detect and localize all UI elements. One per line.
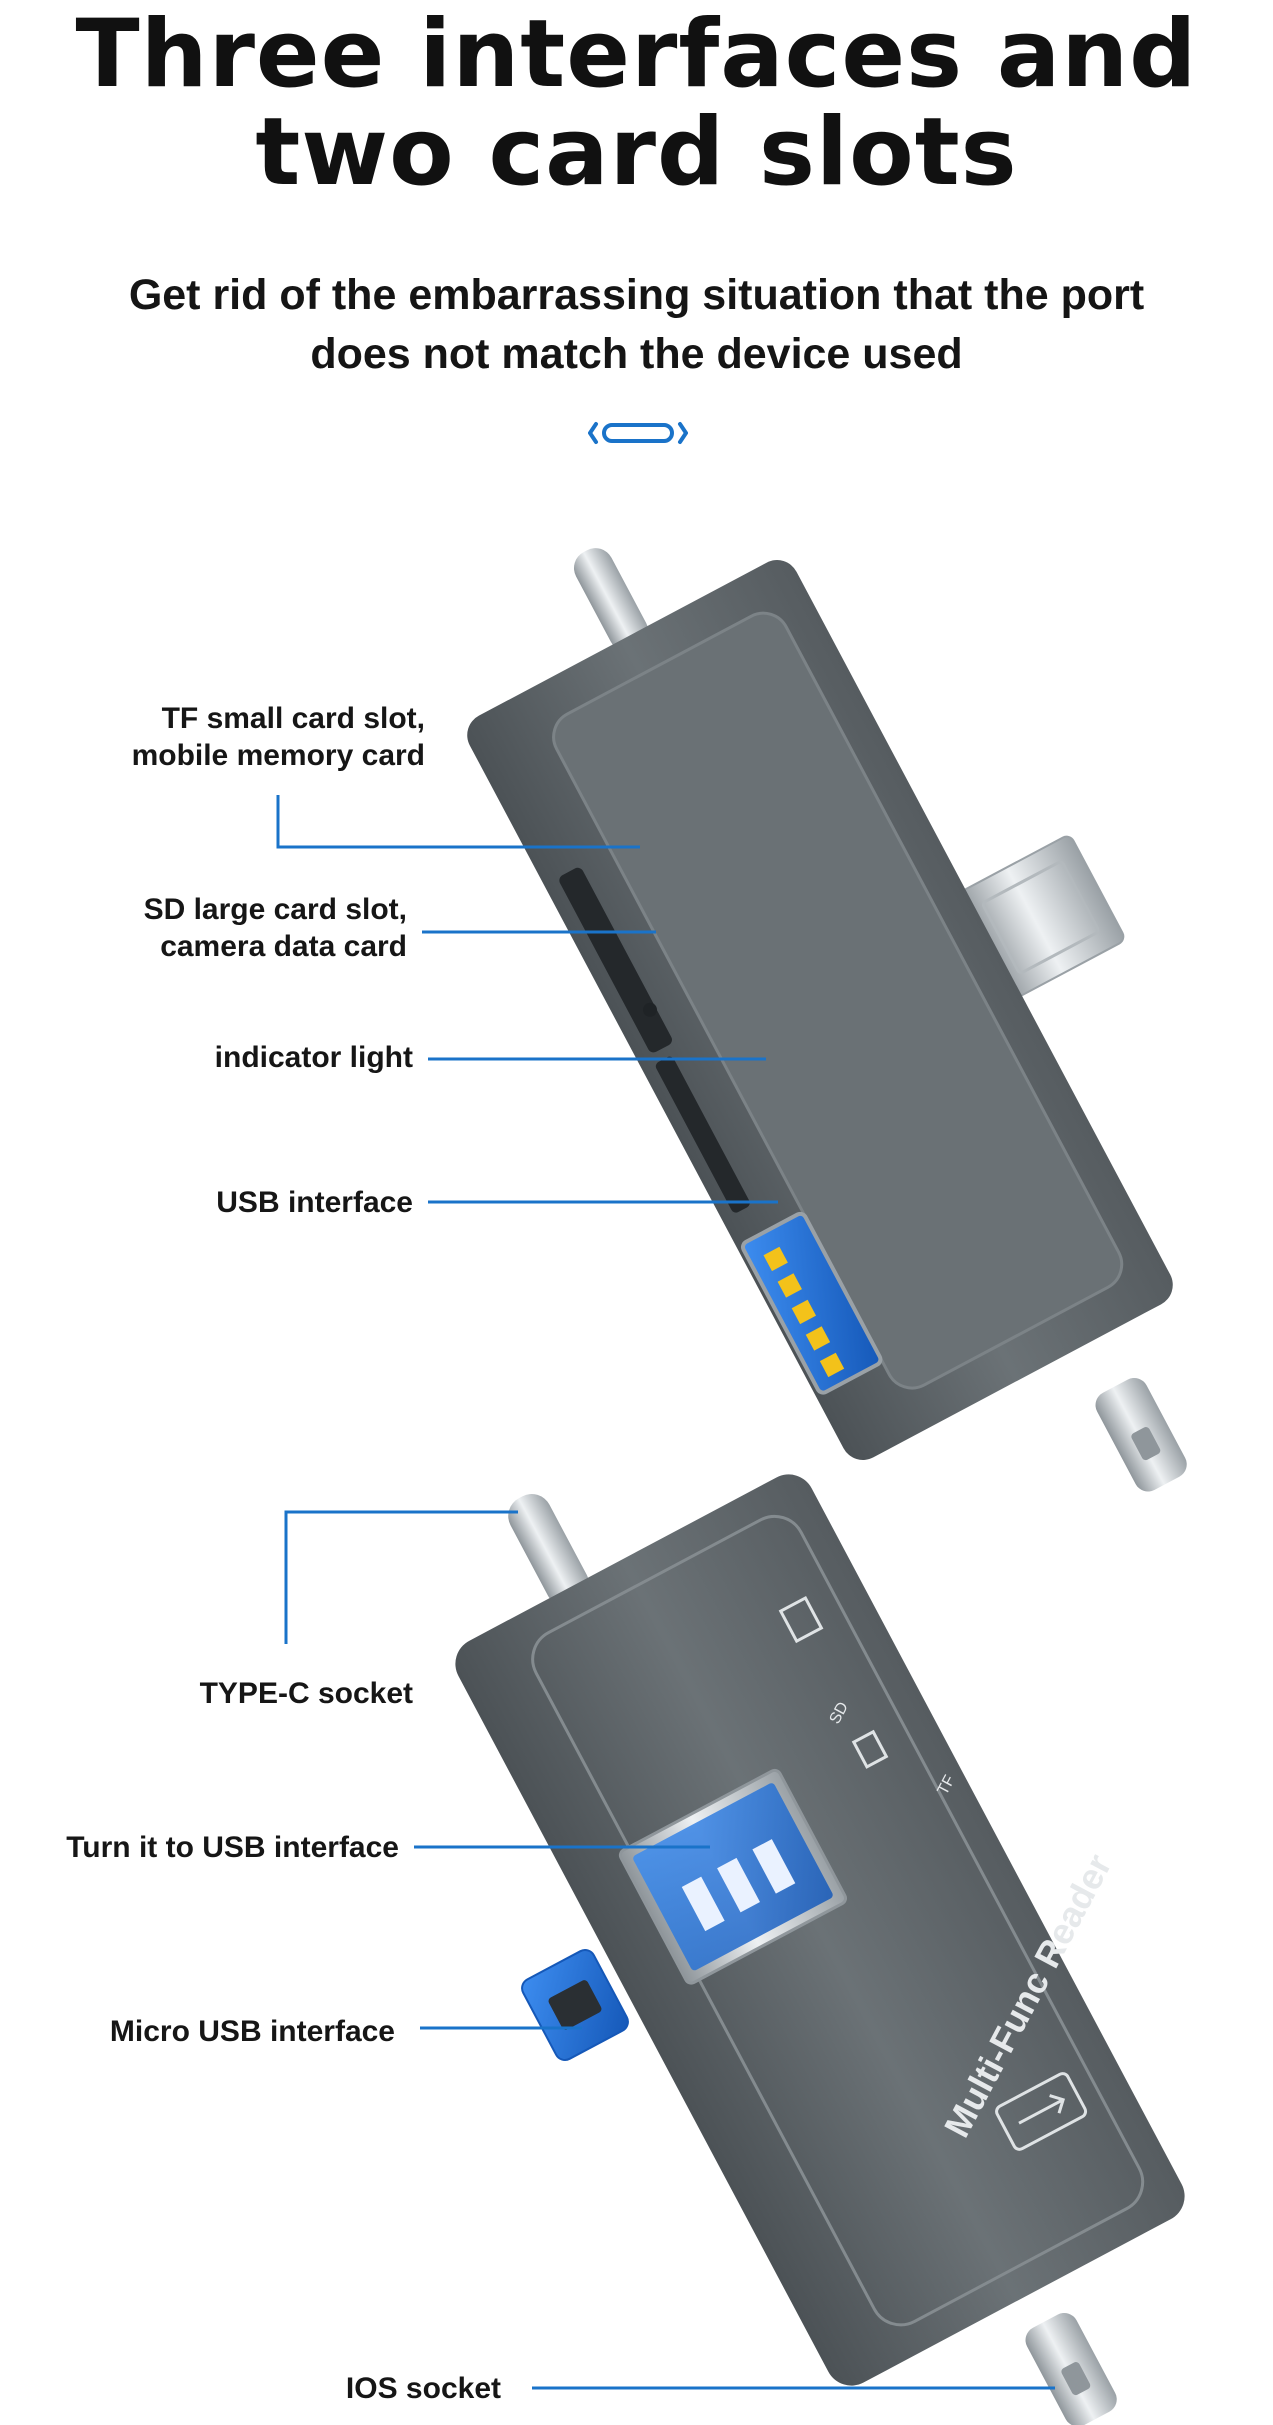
subheadline: Get rid of the embarrassing situation th… (0, 266, 1273, 384)
tf-slot-callout (276, 795, 640, 849)
label-usb-interface: USB interface (216, 1186, 413, 1219)
top-card-reader (467, 548, 1187, 1492)
headline-line-1: Three interfaces and (75, 0, 1198, 109)
label-tf-slot: TF small card slot, mobile memory card (132, 700, 425, 774)
bottom-type-c-plug (508, 1494, 590, 1607)
subheadline-line-1: Get rid of the embarrassing situation th… (128, 271, 1145, 319)
bottom-lightning-plug (1025, 2312, 1117, 2425)
bottom-micro-usb-plug (521, 1949, 629, 2061)
label-sd-slot-line-2: camera data card (160, 930, 407, 963)
top-callout-lines (276, 795, 778, 1204)
bottom-callout-lines (284, 1510, 1055, 2390)
usb-c-divider-icon (588, 422, 688, 444)
label-sd-slot: SD large card slot, camera data card (144, 891, 407, 965)
type-c-callout (284, 1510, 518, 1644)
headline-line-2: two card slots (255, 98, 1018, 207)
label-tf-slot-line-2: mobile memory card (131, 739, 425, 772)
bottom-card-reader: Multi-Func Reader TF SD (455, 1474, 1185, 2425)
label-type-c-socket: TYPE-C socket (199, 1677, 413, 1710)
headline: Three interfaces and two card slots (0, 6, 1273, 202)
subheadline-line-2: does not match the device used (310, 330, 963, 378)
top-lightning-plug (1095, 1377, 1187, 1492)
bottom-usb-swivel-plug (618, 1768, 848, 1985)
top-device-body (467, 560, 1173, 1460)
label-turn-to-usb: Turn it to USB interface (66, 1831, 399, 1864)
label-sd-slot-line-1: SD large card slot, (143, 893, 407, 926)
label-micro-usb-interface: Micro USB interface (109, 2015, 395, 2048)
label-indicator-light: indicator light (214, 1041, 413, 1074)
label-tf-slot-line-1: TF small card slot, (161, 702, 425, 735)
label-ios-socket: IOS socket (345, 2372, 501, 2405)
bottom-device-body (455, 1474, 1185, 2386)
top-type-c-plug (573, 548, 649, 652)
